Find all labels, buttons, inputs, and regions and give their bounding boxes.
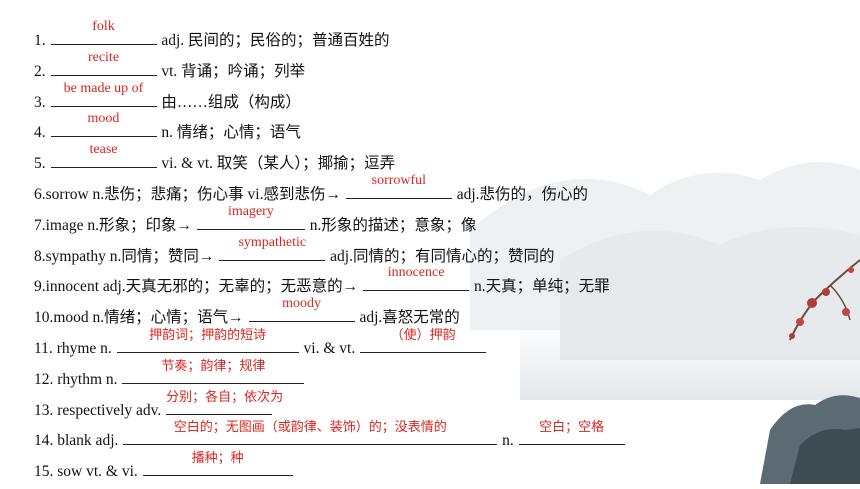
answer-text: sorrowful bbox=[371, 172, 427, 188]
answer-blank: sympathetic bbox=[219, 235, 326, 261]
item-definition: n.天真；单纯；无罪 bbox=[473, 278, 610, 296]
item-definition: adj. 民间的；民俗的；普通百姓的 bbox=[161, 32, 390, 49]
list-item: 4. mood n. 情绪；心情；语气 bbox=[34, 111, 854, 150]
item-definition: 由……组成（构成） bbox=[161, 93, 301, 111]
answer-text: recite bbox=[87, 49, 120, 65]
item-number: 3. bbox=[34, 93, 46, 111]
item-number: 2. bbox=[34, 62, 46, 80]
answer-text: moody bbox=[282, 296, 321, 312]
item-prompt: rhyme n. bbox=[56, 339, 112, 357]
item-prompt: rhythm n. bbox=[57, 370, 118, 388]
answer-text: 播种；种 bbox=[191, 451, 244, 467]
answer-blank: be made up of bbox=[50, 81, 157, 107]
item-definition: adj.悲伤的，伤心的 bbox=[456, 185, 589, 203]
item-number: 6. bbox=[34, 185, 46, 203]
item-prompt: n. bbox=[502, 432, 514, 450]
list-item: 1. folk adj. 民间的；民俗的；普通百姓的 bbox=[34, 19, 854, 58]
item-number: 9. bbox=[34, 278, 46, 296]
item-number: 12. bbox=[34, 370, 54, 388]
list-item: 5. tease vi. & vt. 取笑（某人）；揶揄；逗弄 bbox=[34, 142, 854, 181]
answer-text: （使）押韵 bbox=[390, 327, 456, 343]
answer-blank: 空白；空格 bbox=[518, 420, 625, 446]
answer-text: imagery bbox=[227, 203, 274, 219]
item-definition: vi. & vt. 取笑（某人）；揶揄；逗弄 bbox=[161, 155, 396, 173]
item-prompt: blank adj. bbox=[57, 432, 119, 450]
answer-blank: 播种；种 bbox=[142, 451, 293, 477]
item-definition: n. 情绪；心情；语气 bbox=[161, 124, 301, 142]
answer-blank: sorrowful bbox=[345, 173, 452, 199]
item-prompt: respectively adv. bbox=[57, 401, 162, 419]
answer-blank: tease bbox=[50, 142, 157, 169]
answer-blank: innocence bbox=[363, 265, 470, 292]
answer-blank: 押韵词；押韵的短诗 bbox=[116, 328, 299, 353]
list-item: 10.mood n.情绪；心情；语气→ moody adj.喜怒无常的 bbox=[34, 296, 854, 335]
answer-blank: imagery bbox=[196, 204, 305, 230]
answer-text: folk bbox=[92, 19, 115, 34]
item-definition: n.形象的描述；意象；像 bbox=[309, 216, 477, 234]
list-item: 6.sorrow n.悲伤；悲痛；伤心事 vi.感到悲伤→ sorrowful … bbox=[34, 173, 854, 212]
item-number: 10. bbox=[34, 309, 54, 327]
answer-text: be made up of bbox=[63, 80, 144, 96]
answer-text: 空白的；无图画（或韵律、装饰）的；没表情的 bbox=[173, 420, 447, 436]
answer-text: tease bbox=[89, 142, 118, 158]
list-item: 8.sympathy n.同情；赞同→ sympathetic adj.同情的；… bbox=[34, 235, 854, 274]
list-item: 9.innocent adj.天真无邪的；无辜的；无恶意的→ innocence… bbox=[34, 265, 854, 304]
item-number: 8. bbox=[34, 247, 46, 265]
answer-blank: 节奏；韵律；规律 bbox=[122, 359, 305, 384]
item-prompt: image n.形象；印象→ bbox=[45, 216, 192, 234]
item-definition: vt. 背诵；吟诵；列举 bbox=[161, 62, 306, 80]
item-prompt: innocent adj.天真无邪的；无辜的；无恶意的→ bbox=[45, 278, 359, 296]
item-prompt: sympathy n.同情；赞同→ bbox=[45, 247, 215, 265]
answer-text: 节奏；韵律；规律 bbox=[161, 358, 266, 374]
list-item: 13. respectively adv. 分别；各自；依次为 bbox=[34, 390, 854, 428]
answer-blank: 分别；各自；依次为 bbox=[166, 390, 283, 415]
vocabulary-list: 1. folk adj. 民间的；民俗的；普通百姓的 2. recite vt.… bbox=[34, 19, 854, 489]
list-item: 3. be made up of 由……组成（构成） bbox=[34, 81, 854, 120]
item-prompt: mood n.情绪；心情；语气→ bbox=[53, 309, 244, 327]
list-item: 15. sow vt. & vi. 播种；种 bbox=[34, 451, 854, 489]
answer-text: innocence bbox=[387, 265, 445, 281]
answer-text: 空白；空格 bbox=[539, 420, 605, 436]
item-number: 4. bbox=[34, 124, 46, 142]
list-item: 14. blank adj. 空白的；无图画（或韵律、装饰）的；没表情的 n. … bbox=[34, 420, 854, 458]
item-number: 5. bbox=[34, 155, 46, 173]
answer-text: 分别；各自；依次为 bbox=[166, 389, 284, 405]
list-item: 7.image n.形象；印象→ imagery n.形象的描述；意象；像 bbox=[34, 204, 854, 243]
answer-text: sympathetic bbox=[238, 234, 307, 250]
answer-text: 押韵词；押韵的短诗 bbox=[149, 327, 267, 343]
list-item: 11. rhyme n. 押韵词；押韵的短诗 vi. & vt. （使）押韵 bbox=[34, 328, 854, 366]
item-definition: adj.同情的；有同情心的；赞同的 bbox=[330, 247, 555, 265]
item-number: 11. bbox=[34, 339, 53, 357]
answer-blank: 空白的；无图画（或韵律、装饰）的；没表情的 bbox=[123, 420, 498, 446]
item-prompt: sow vt. & vi. bbox=[57, 463, 138, 481]
answer-blank: recite bbox=[50, 50, 157, 76]
item-number: 14. bbox=[34, 432, 54, 450]
answer-blank: （使）押韵 bbox=[360, 328, 487, 353]
item-prompt: sorrow n.悲伤；悲痛；伤心事 vi.感到悲伤→ bbox=[45, 185, 341, 203]
answer-blank: mood bbox=[50, 111, 157, 138]
list-item: 2. recite vt. 背诵；吟诵；列举 bbox=[34, 50, 854, 89]
list-item: 12. rhythm n. 节奏；韵律；规律 bbox=[34, 359, 854, 397]
red-flower-branch-icon bbox=[789, 259, 860, 341]
item-number: 1. bbox=[34, 32, 46, 49]
answer-text: mood bbox=[87, 111, 120, 127]
item-number: 13. bbox=[34, 401, 54, 419]
item-number: 7. bbox=[34, 216, 46, 234]
item-prompt: vi. & vt. bbox=[303, 339, 356, 357]
item-number: 15. bbox=[34, 463, 54, 481]
item-definition: adj.喜怒无常的 bbox=[359, 309, 460, 327]
answer-blank: moody bbox=[248, 296, 355, 323]
answer-blank: folk bbox=[50, 19, 157, 45]
